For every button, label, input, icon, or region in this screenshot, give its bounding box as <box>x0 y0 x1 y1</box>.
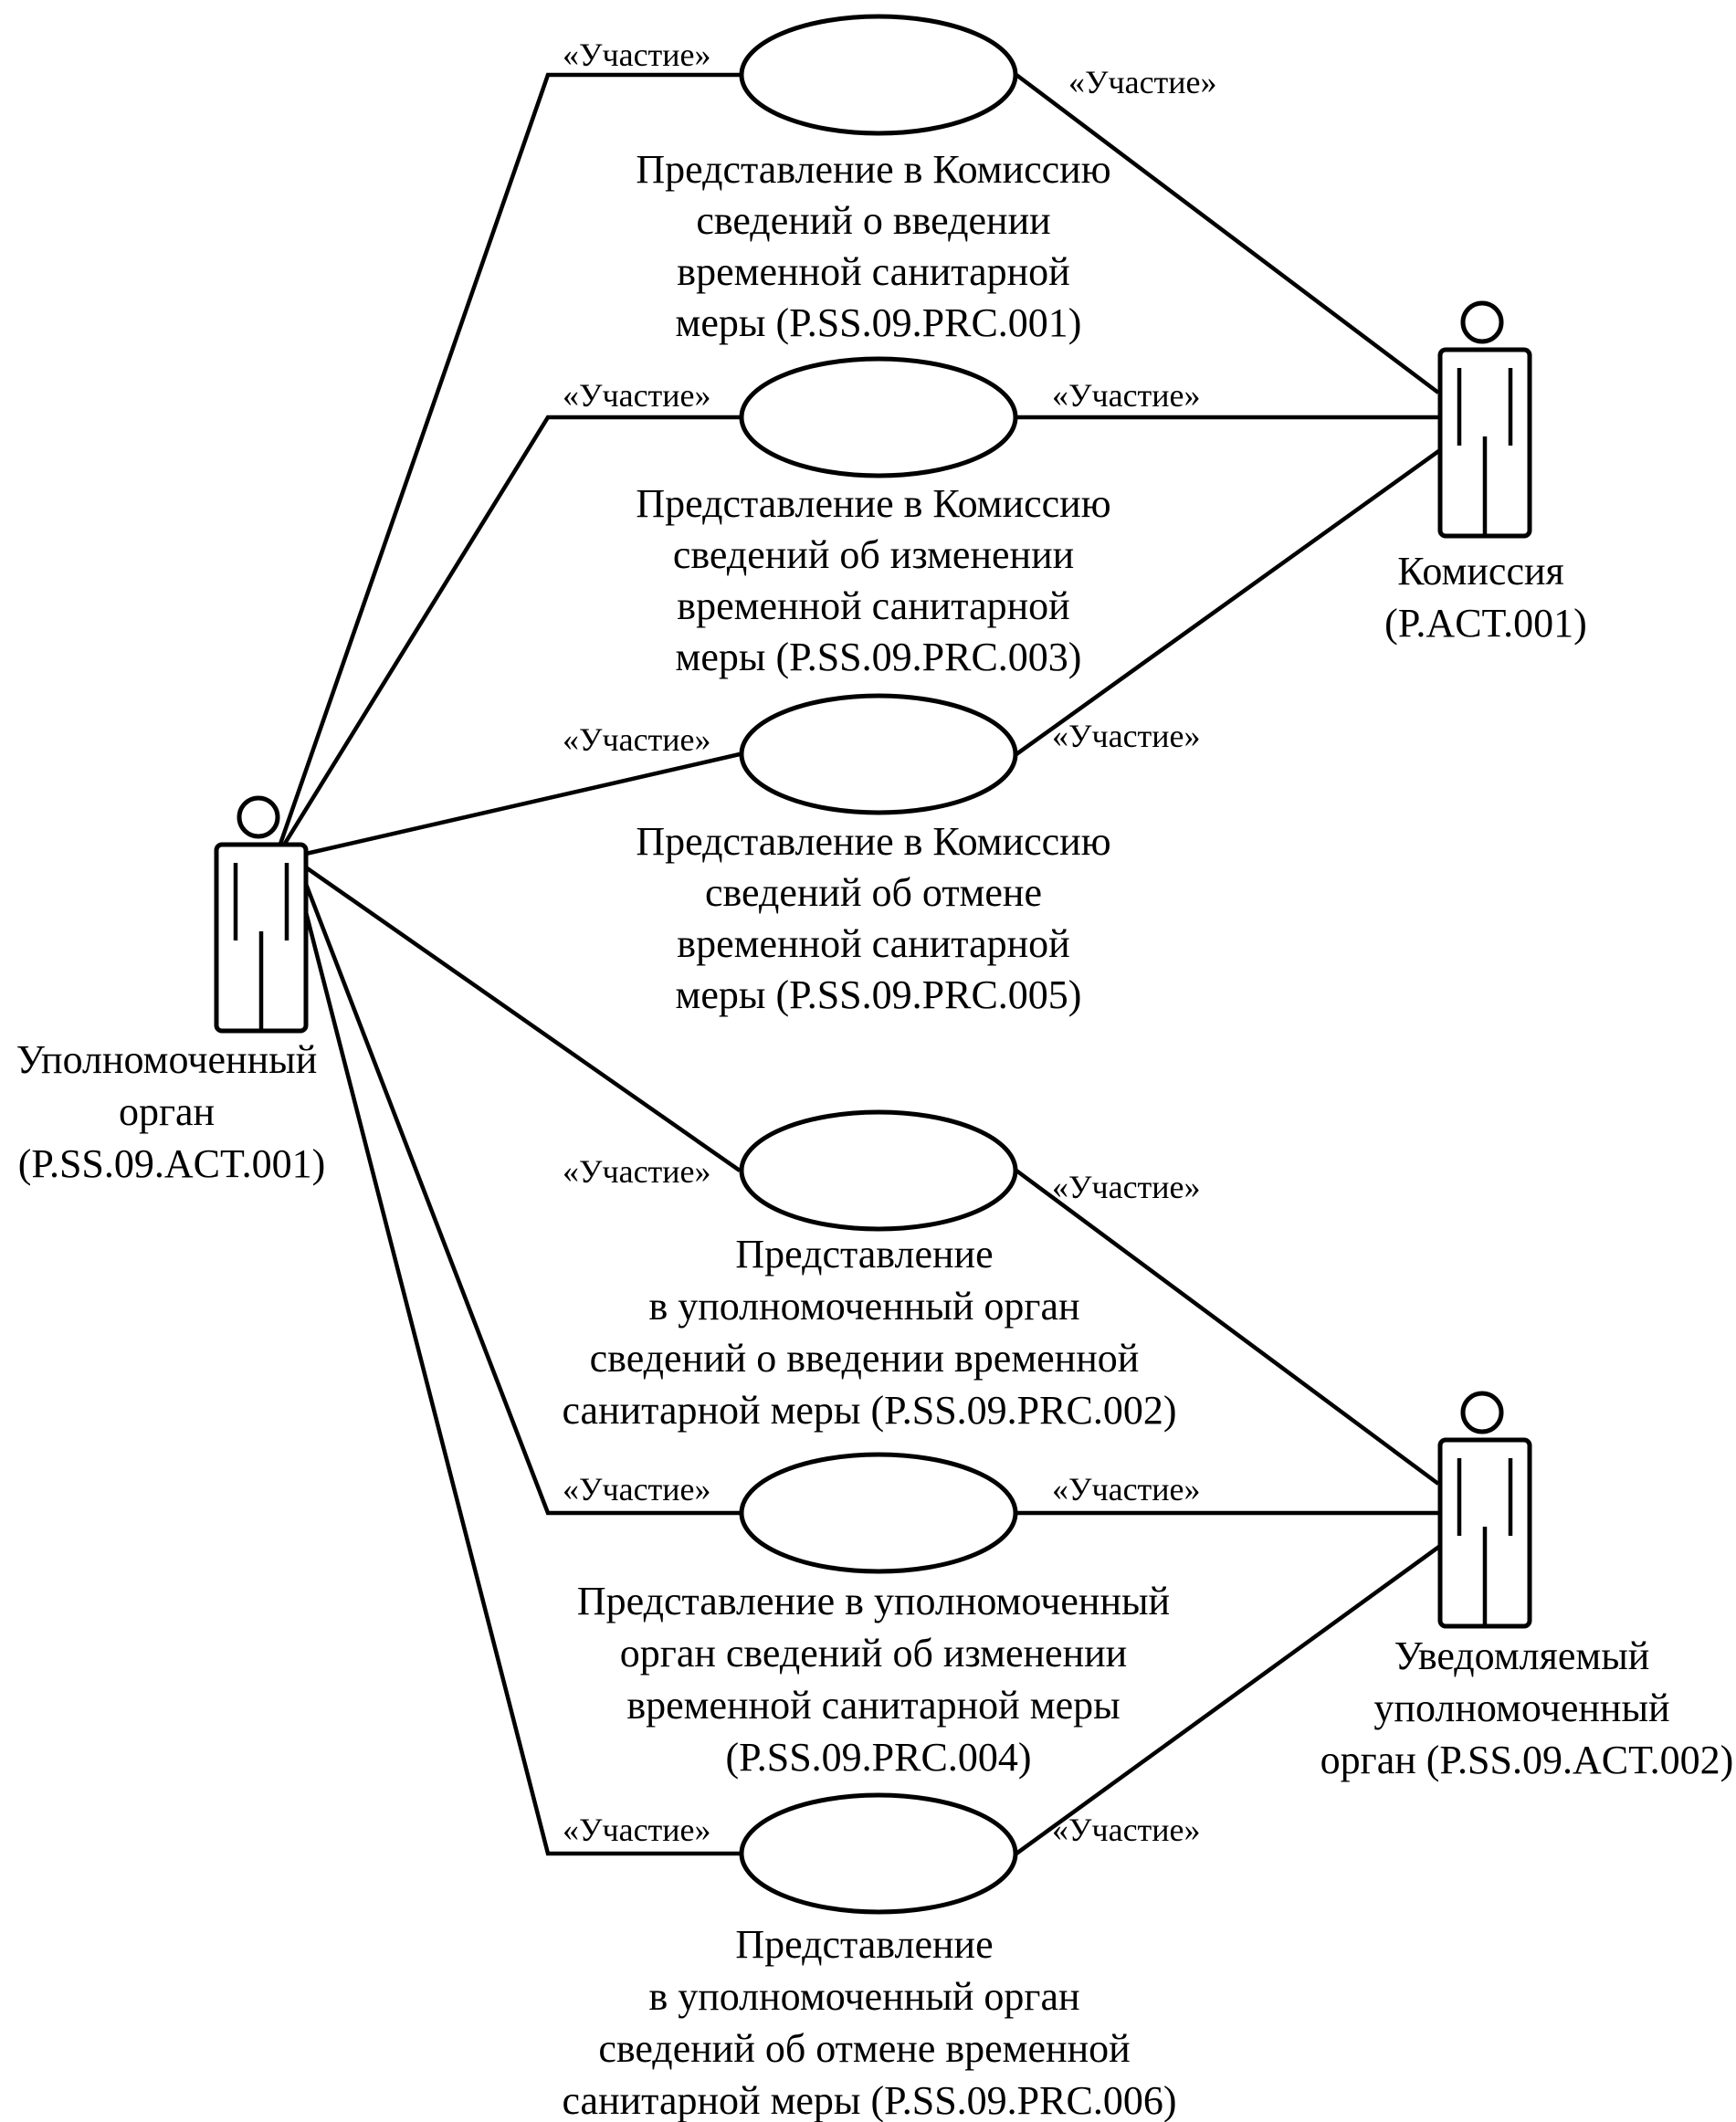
actor-authorized-organ[interactable] <box>214 795 309 1034</box>
actor-label-line: Уполномоченный <box>16 1037 317 1082</box>
association-prc001-commission <box>1015 73 1440 394</box>
use-case-label-prc004: Представление в уполномоченный орган све… <box>577 1579 1180 1780</box>
use-case-prc005[interactable] <box>739 693 1018 815</box>
association-authorized-prc006 <box>294 876 740 1856</box>
use-case-label-line: в уполномоченный орган <box>648 1284 1079 1329</box>
use-case-prc004[interactable] <box>739 1452 1018 1574</box>
stereotype-label: «Участие» <box>563 1153 711 1190</box>
use-case-labels: Представление в Комиссию сведений о введ… <box>562 147 1180 2122</box>
stereotype-label: «Участие» <box>1068 64 1217 100</box>
stereotype-label: «Участие» <box>1052 1169 1201 1205</box>
use-case-label-line: меры (P.SS.09.PRC.001) <box>676 300 1082 345</box>
use-case-label-line: Представление в Комиссию <box>636 147 1110 192</box>
use-case-label-line: Представление в Комиссию <box>636 481 1110 526</box>
actor-head <box>1460 1391 1504 1434</box>
association-authorized-prc002 <box>304 866 742 1172</box>
use-case-prc003[interactable] <box>739 356 1018 478</box>
use-case-label-line: Представление <box>735 1232 993 1276</box>
use-case-label-line: санитарной меры (P.SS.09.PRC.002) <box>562 1388 1176 1433</box>
association-authorized-prc001 <box>276 72 740 850</box>
use-case-label-line: сведений об отмене временной <box>598 2026 1130 2071</box>
actor-label-line: орган (P.SS.09.ACT.002) <box>1320 1738 1734 1782</box>
association-authorized-prc005 <box>305 751 741 856</box>
actor-label-line: уполномоченный <box>1373 1686 1669 1730</box>
use-case-prc002[interactable] <box>739 1109 1018 1232</box>
use-case-label-line: меры (P.SS.09.PRC.003) <box>676 635 1082 679</box>
stereotype-labels: «Участие» «Участие» «Участие» «Участие» … <box>563 37 1217 1848</box>
use-case-label-line: Представление в уполномоченный <box>577 1579 1170 1623</box>
actor-head <box>1460 300 1504 344</box>
use-case-label-prc001: Представление в Комиссию сведений о введ… <box>636 147 1121 345</box>
actor-commission[interactable] <box>1437 300 1532 539</box>
stereotype-label: «Участие» <box>563 37 711 73</box>
actor-label-line: Уведомляемый <box>1394 1634 1650 1678</box>
use-case-label-line: Представление <box>735 1922 993 1967</box>
use-case-label-line: сведений об отмене <box>705 870 1042 915</box>
stereotype-label: «Участие» <box>563 721 711 758</box>
association-authorized-prc004 <box>299 871 740 1516</box>
use-case-label-line: сведений об изменении <box>673 532 1074 577</box>
use-case-label-line: временной санитарной <box>677 583 1069 628</box>
actor-label-notified: Уведомляемый уполномоченный орган (P.SS.… <box>1320 1634 1734 1782</box>
use-case-label-line: Представление в Комиссию <box>636 819 1110 864</box>
actor-label-commission: Комиссия (P.ACT.001) <box>1384 549 1587 646</box>
association-authorized-prc003 <box>277 415 740 856</box>
association-prc002-notified <box>1015 1169 1440 1486</box>
use-case-label-line: санитарной меры (P.SS.09.PRC.006) <box>562 2078 1176 2122</box>
stereotype-label: «Участие» <box>1052 718 1201 754</box>
association-prc005-commission <box>1015 436 1458 756</box>
use-case-label-line: сведений о введении <box>696 198 1050 243</box>
stereotype-label: «Участие» <box>1052 1812 1201 1848</box>
use-case-label-line: орган сведений об изменении <box>620 1631 1127 1676</box>
use-case-label-line: в уполномоченный орган <box>648 1974 1079 2019</box>
use-case-label-prc003: Представление в Комиссию сведений об изм… <box>636 481 1121 679</box>
stereotype-label: «Участие» <box>1052 377 1201 414</box>
use-case-ellipses <box>739 14 1018 1915</box>
use-case-label-prc002: Представление в уполномоченный орган све… <box>562 1232 1176 1433</box>
actor-notified-organ[interactable] <box>1437 1391 1532 1629</box>
use-case-label-prc005: Представление в Комиссию сведений об отм… <box>636 819 1121 1017</box>
use-case-prc001[interactable] <box>739 14 1018 136</box>
stereotype-label: «Участие» <box>1052 1471 1201 1507</box>
use-case-label-prc006: Представление в уполномоченный орган све… <box>562 1922 1176 2122</box>
use-case-label-line: временной санитарной <box>677 921 1069 966</box>
actor-label-line: Комиссия <box>1397 549 1564 594</box>
stereotype-label: «Участие» <box>563 1812 711 1848</box>
use-case-label-line: временной санитарной меры <box>626 1683 1120 1728</box>
actor-label-authorized: Уполномоченный орган (P.SS.09.ACT.001) <box>16 1037 327 1186</box>
associations <box>276 72 1458 1856</box>
use-case-label-line: (P.SS.09.PRC.004) <box>725 1735 1031 1780</box>
stereotype-label: «Участие» <box>563 1471 711 1507</box>
actor-label-line: орган <box>119 1089 215 1134</box>
actor-labels: Уполномоченный орган (P.SS.09.ACT.001) К… <box>16 549 1734 1782</box>
use-case-label-line: временной санитарной <box>677 249 1069 294</box>
stereotype-label: «Участие» <box>563 377 711 414</box>
actor-label-line: (P.SS.09.ACT.001) <box>18 1141 326 1186</box>
use-case-label-line: меры (P.SS.09.PRC.005) <box>676 972 1082 1017</box>
association-prc006-notified <box>1015 1532 1458 1855</box>
use-case-label-line: сведений о введении временной <box>590 1336 1140 1381</box>
use-case-prc006[interactable] <box>739 1792 1018 1915</box>
actor-head <box>237 795 280 839</box>
actor-label-line: (P.ACT.001) <box>1384 601 1587 646</box>
